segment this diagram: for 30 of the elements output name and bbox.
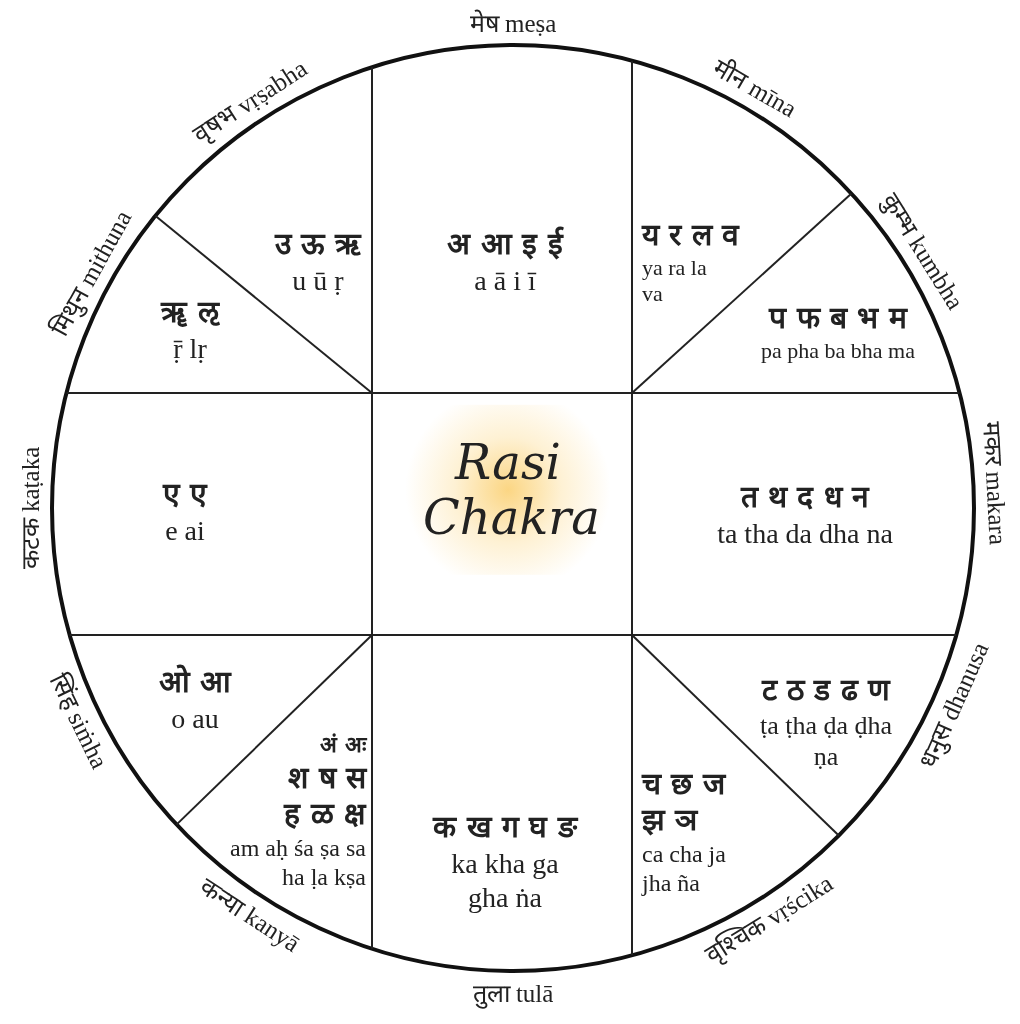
transliteration-text: a ā i ī <box>474 264 536 298</box>
devanagari-letters: ट ठ ड ढ ण <box>761 671 891 708</box>
sign-name: मीन mīna <box>708 54 801 122</box>
devanagari-letters: च छ ज झ ञ <box>642 766 728 839</box>
transliteration-text: pa pha ba bha ma <box>761 337 915 365</box>
sign-name: कटक kaṭaka <box>17 446 43 570</box>
sign-name: मकर makara <box>979 420 1012 546</box>
sign-name: मेष meṣa <box>469 10 557 36</box>
transliteration-text: u ū ṛ <box>292 264 344 298</box>
devanagari-letters: ओ आ <box>158 664 232 701</box>
transliteration-text: ta tha da dha na <box>717 517 893 551</box>
devanagari-letters: क ख ग घ ङ <box>433 809 577 846</box>
devanagari-letters: प फ ब भ म <box>769 299 907 336</box>
transliteration-text: ca cha ja jha ña <box>642 840 727 898</box>
devanagari-letters: उ ऊ ऋ <box>274 226 362 263</box>
devanagari-letters: य र ल व <box>642 216 740 253</box>
devanagari-letters: त थ द ध न <box>740 479 870 516</box>
devanagari-letters: श ष स ह ळ क्ष <box>282 760 366 833</box>
transliteration-text: e ai <box>165 514 205 548</box>
transliteration-text: ka kha ga gha ṅa <box>450 847 560 915</box>
transliteration-text: am aḥ śa ṣa sa ha ḷa kṣa <box>230 834 366 891</box>
devanagari-letters: अ आ इ ई <box>447 226 563 263</box>
devanagari-letters: अं अः <box>320 732 366 759</box>
sign-name: सिंह siṁha <box>45 669 113 772</box>
transliteration-text: ya ra la va <box>642 254 708 308</box>
transliteration-text: ṝ lṛ <box>173 332 207 366</box>
transliteration-text: ṭa ṭha ḍa ḍha ṇa <box>758 709 894 773</box>
devanagari-letters: ॠ ऌ <box>161 294 219 331</box>
transliteration-text: o au <box>171 702 219 736</box>
devanagari-letters: ए ए <box>162 476 208 513</box>
